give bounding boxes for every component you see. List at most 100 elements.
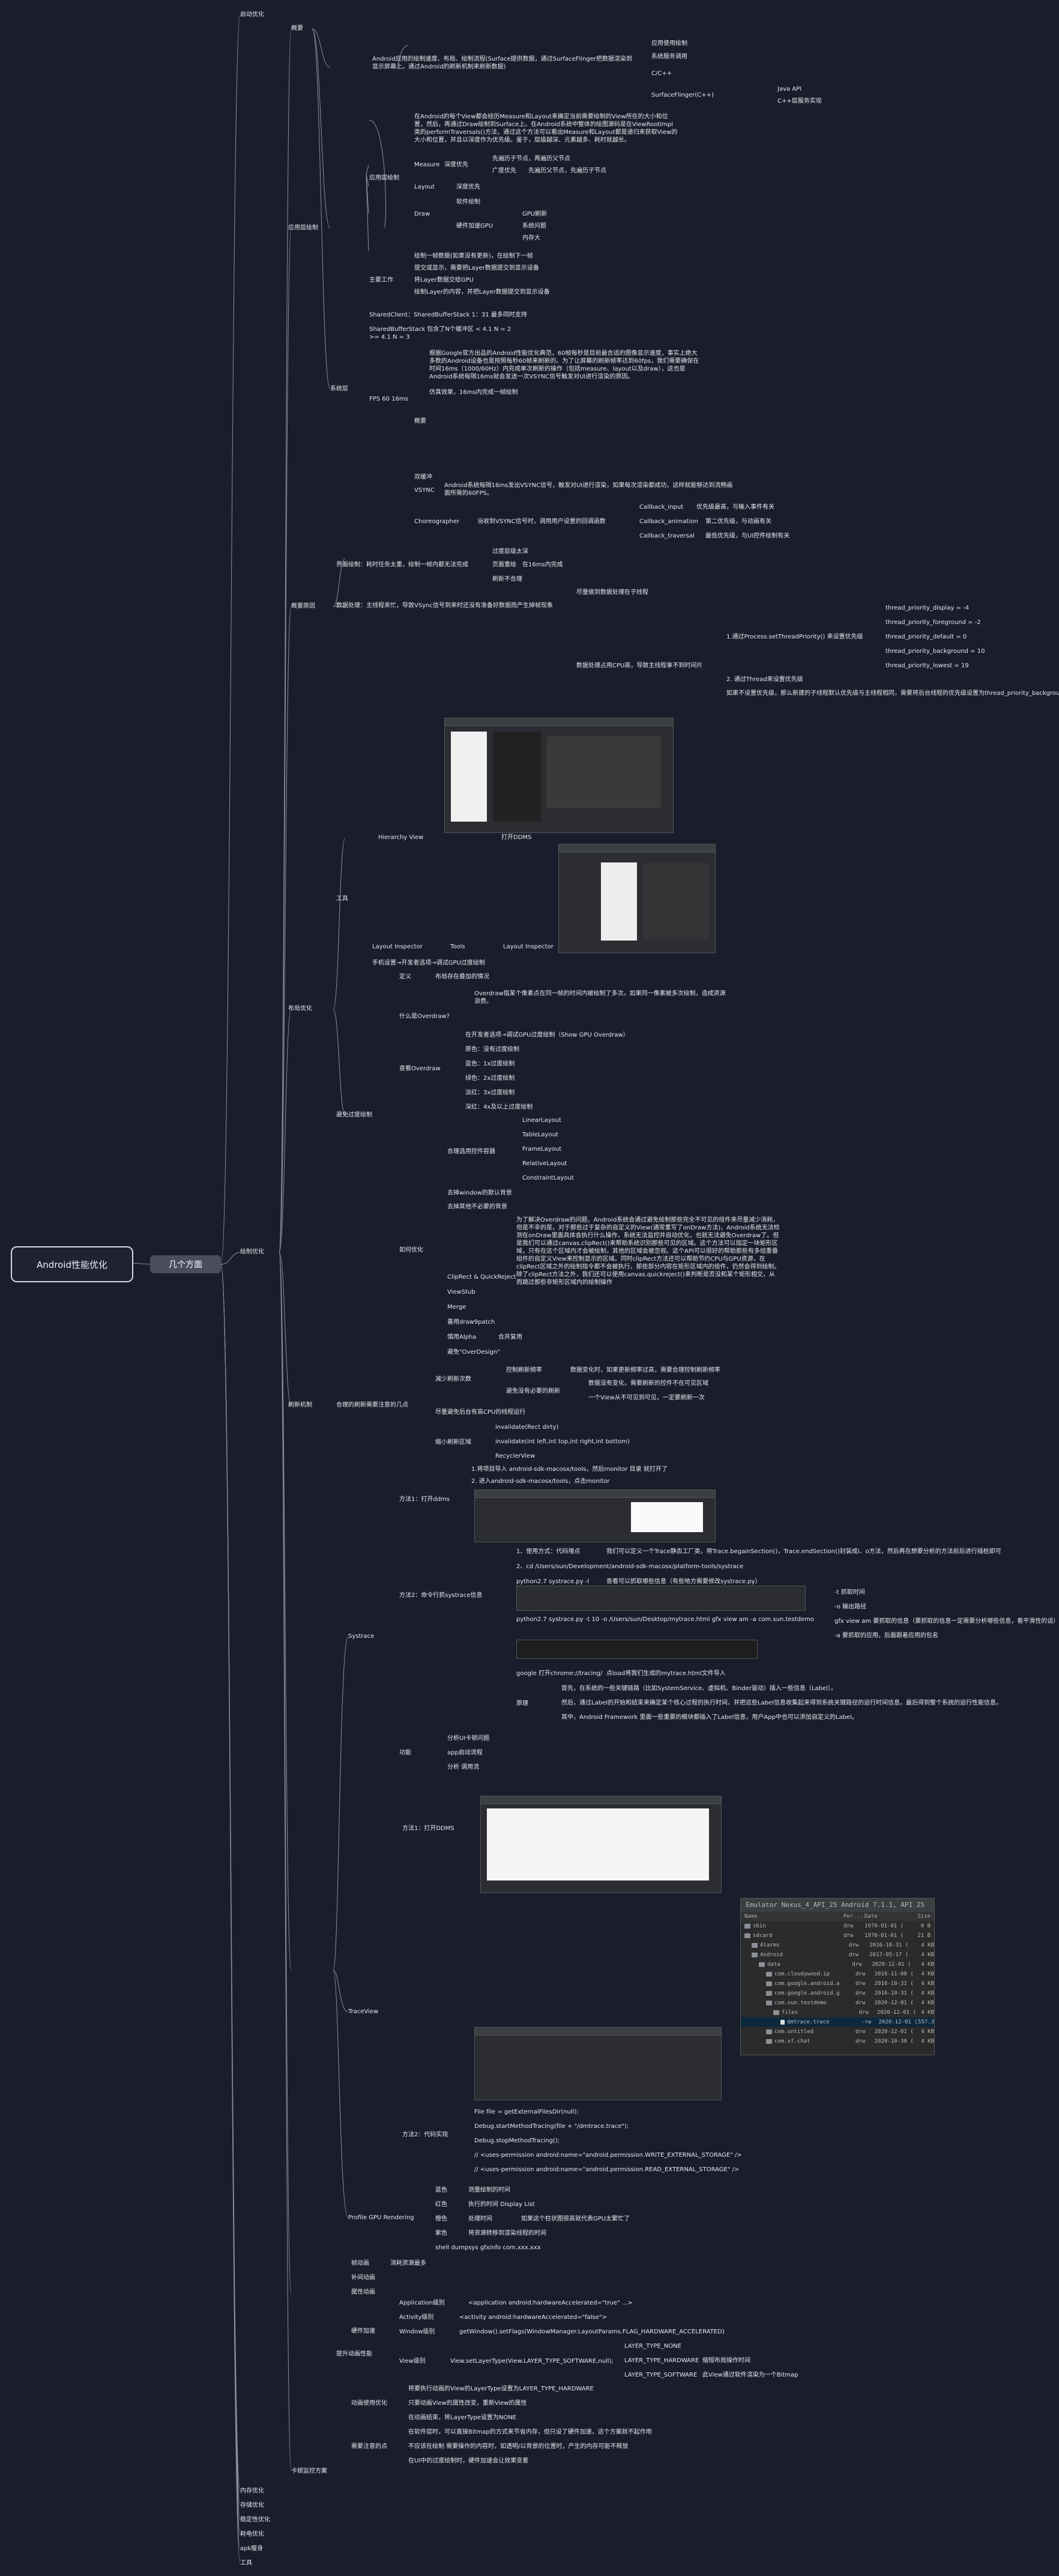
st-open[interactable]: 方法1：打开ddms — [399, 1496, 450, 1503]
layout-opt[interactable]: 布局优化 — [288, 1005, 312, 1012]
fps-title[interactable]: FPS 60 16ms — [369, 396, 408, 402]
main-work[interactable]: 主要工作 — [369, 277, 393, 283]
freeze[interactable]: 卡顿监控方案 — [291, 2468, 327, 2474]
d2c: 内存大 — [522, 235, 540, 241]
anim-opt[interactable]: 动画使用优化 — [351, 2400, 387, 2407]
bo2: 不应该在绘制 需要操作的内容时，如透明/以背景的位置时，产生的内存可能不释放 — [408, 2443, 629, 2450]
layout-inspector[interactable]: Layout Inspector — [372, 944, 423, 950]
render-app-layer[interactable]: 应用层绘制 — [288, 225, 318, 231]
shared-buffer: SharedBufferStack 包含了N个缓冲区 < 4.1 N = 2 >… — [369, 326, 511, 341]
smooth[interactable]: 提升动画性能 — [336, 2351, 372, 2357]
topic-render[interactable]: 绘制优化 — [240, 1249, 264, 1255]
d2b: 系统问题 — [522, 223, 546, 229]
ao3: 在动画结束，将LayerType设置为NONE — [408, 2414, 516, 2421]
col-date[interactable]: Date — [864, 1914, 878, 1920]
draw-node[interactable]: Draw — [414, 211, 430, 217]
fix9: 避免"OverDesign" — [447, 1349, 500, 1356]
lt3: LAYER_TYPE_SOFTWARE — [624, 2372, 698, 2378]
what-over-desc: Overdraw指某个像素点在同一帧的时间内被绘制了多次。如果同一像素被多次绘制… — [474, 990, 726, 1005]
avoid-over[interactable]: 避免过度绘制 — [336, 1112, 372, 1118]
pg3a: 处理时间 — [468, 2216, 492, 2222]
file-perm: drw — [855, 2038, 866, 2044]
systrace[interactable]: Systrace — [348, 1633, 375, 1640]
data-proc[interactable]: 数据处理：主线程来忙，导致VSync信号到来时还没有准备好数据而产生掉帧现象 — [336, 602, 553, 609]
hierarchy-view[interactable]: Hierarchy View — [378, 834, 424, 841]
sm2: 补间动画 — [351, 2274, 375, 2281]
m2: 广度优先 — [492, 168, 516, 174]
shared-client: SharedClient：SharedBufferStack 1：31 最多同时… — [369, 312, 527, 318]
double-buffer[interactable]: 双缓冲 — [414, 474, 432, 480]
what-over[interactable]: 什么是Overdraw? — [399, 1013, 450, 1020]
how-fix[interactable]: 如何优化 — [399, 1247, 423, 1253]
root-node[interactable]: Android性能优化 — [11, 1246, 133, 1282]
file-perm: drw — [852, 1962, 862, 1968]
cpu-low: 数据处理占用CPU高，导致主线程拿不到时间片 — [576, 662, 703, 669]
file-perm: drw — [855, 1990, 866, 1996]
main-topic[interactable]: 几个方面 — [150, 1255, 221, 1273]
tv-open[interactable]: 方法1：打开DDMS — [402, 1825, 454, 1832]
folder-icon — [766, 1981, 772, 1986]
col-perm[interactable]: Per... — [843, 1914, 863, 1920]
topic-stability[interactable]: 稳定性优化 — [240, 2517, 270, 2523]
tv-c4: // <uses-permission android:name="androi… — [474, 2152, 742, 2159]
measure-node[interactable]: Measure — [414, 162, 440, 168]
folder-icon — [744, 1923, 750, 1929]
emulator-file-explorer[interactable]: Emulator Nexus_4_API_25 Android 7.1.1, A… — [740, 1898, 935, 2055]
def-desc: 布局存在叠加的情况 — [435, 974, 489, 980]
choreographer[interactable]: Choreographer — [414, 518, 460, 525]
st-c1a: 我们可以定义一个Trace静态工厂类，将Trace.begainSection(… — [606, 1548, 1001, 1555]
render-overview[interactable]: 概要 — [291, 25, 303, 32]
render-sys-layer[interactable]: 系统层 — [330, 386, 348, 392]
refresh[interactable]: 刷新机制 — [288, 1402, 312, 1408]
folder-icon — [766, 2000, 772, 2005]
vsync[interactable]: VSYNC — [414, 487, 435, 494]
topic-startup[interactable]: 启动优化 — [240, 11, 264, 18]
tv-code[interactable]: 方法2：代码实现 — [402, 2132, 448, 2138]
layout-node[interactable]: Layout — [414, 184, 435, 190]
hw1a: <application android:hardwareAccelerated… — [468, 2300, 633, 2306]
profile-gpu[interactable]: Profile GPU Rendering — [348, 2214, 414, 2221]
bo3: 在UI中的过度绘制时，硬件加速会让效果变差 — [408, 2458, 529, 2464]
topic-apk[interactable]: apk瘦身 — [240, 2545, 264, 2552]
render-app-draw[interactable]: 应用层绘制 — [369, 175, 399, 181]
view-overdraw[interactable]: 查看Overdraw — [399, 1065, 441, 1072]
definition[interactable]: 定义 — [399, 974, 411, 980]
topic-storage[interactable]: 存储优化 — [240, 2502, 264, 2509]
bitmap-opt[interactable]: 需要注意的点 — [351, 2443, 387, 2450]
traceview[interactable]: TraceView — [348, 2008, 379, 2015]
st-c4: python2.7 systrace.py -t 10 -o /Users/su… — [516, 1616, 815, 1623]
col-size[interactable]: Size — [917, 1914, 931, 1920]
fix1: 合理选用控件容器 — [447, 1148, 495, 1155]
topic-power[interactable]: 耗电优化 — [240, 2531, 264, 2538]
topic-memory[interactable]: 内存优化 — [240, 2488, 264, 2494]
topic-tools[interactable]: 工具 — [240, 2560, 252, 2566]
fix-cl: ConstraintLayout — [522, 1175, 574, 1181]
col-name[interactable]: Name — [744, 1914, 758, 1920]
st-func[interactable]: 功能 — [399, 1750, 411, 1756]
perf-opt[interactable]: 界面绘制：耗时任务太重，绘制一帧内都无法完成 — [336, 562, 468, 568]
tv-c2: Debug.startMethodTracing(file + "/dmtrac… — [474, 2123, 629, 2130]
fix4: ClipRect & QuickReject — [447, 1274, 516, 1280]
file-size: 4 KB — [921, 1952, 935, 1958]
overview2[interactable]: 概要原因 — [291, 603, 315, 610]
st-f2: app启动流程 — [447, 1750, 483, 1756]
hw-accel[interactable]: 硬件加速 — [351, 2328, 375, 2335]
st-cmd[interactable]: 方法2：命令行抓systrace信息 — [399, 1592, 483, 1599]
tools-label[interactable]: 工具 — [336, 896, 348, 902]
terminal-screenshot — [516, 1586, 806, 1611]
label-java-api: Java API — [777, 86, 802, 92]
